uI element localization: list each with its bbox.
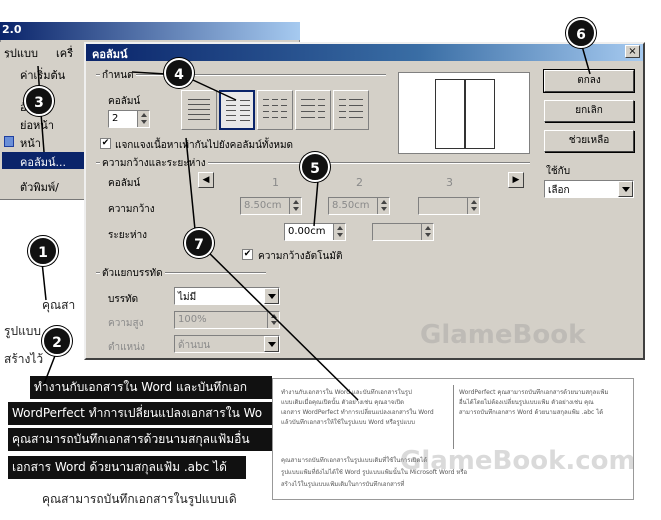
watermark: GlameBook.com <box>400 446 636 476</box>
snippet-line: เอกสาร WordPerfect ทำการเปลี่ยนแปลงเอกสา… <box>281 409 434 416</box>
position-select: ด้านบน <box>174 335 280 353</box>
stepper-arrows-icon <box>467 198 479 214</box>
width-label: ความกว้าง <box>108 204 155 215</box>
separator-group-line <box>96 272 266 274</box>
spacing-stepper[interactable]: 0.00cm <box>284 223 346 241</box>
menu-item-default[interactable]: ค่าเริ่มต้น <box>20 69 66 82</box>
snippet-line: สามารถบันทึกเอกสาร Word ด้วยนามสกุลแฟ้ม … <box>459 409 604 416</box>
column-number-2: 2 <box>356 176 363 189</box>
scroll-left-button[interactable]: ◀ <box>198 172 214 188</box>
column-number-3: 3 <box>446 176 453 189</box>
help-button[interactable]: ช่วยเหลือ <box>544 130 634 152</box>
apply-label: ใช้กับ <box>546 166 571 177</box>
doc-line: คุณสา <box>42 298 76 312</box>
chevron-down-icon[interactable] <box>618 181 633 197</box>
callout-badge-2: 2 <box>42 326 72 356</box>
chevron-down-icon <box>264 336 279 352</box>
columns-value: 2 <box>112 113 119 124</box>
snippet-line: รูปแบบแฟ้มที่ยังไม่ได้ใช้ Word รูปแบบแฟ้… <box>281 469 468 476</box>
preview-column-1 <box>435 79 465 149</box>
callout-badge-7: 7 <box>184 228 214 258</box>
layout-right-wide[interactable] <box>333 90 369 130</box>
app-titlebar <box>0 22 300 40</box>
cancel-button[interactable]: ยกเลิก <box>544 100 634 122</box>
stepper-arrows-icon <box>377 198 389 214</box>
menu-tools[interactable]: เครื่ <box>56 47 74 60</box>
doc-line: คุณสามารถบันทึกเอกสารในรูปแบบเดิ <box>42 492 237 506</box>
layout-three-columns[interactable] <box>257 90 293 130</box>
doc-line: สร้างไว้ <box>4 352 44 366</box>
close-button[interactable]: × <box>625 45 640 58</box>
menu-format[interactable]: รูปแบบ <box>4 47 38 60</box>
page-icon <box>4 136 14 147</box>
column-number-1: 1 <box>272 176 279 189</box>
columns-label: คอลัมน์ <box>108 96 141 107</box>
menu-highlight <box>2 152 90 169</box>
autowidth-label: ความกว้างอัตโนมัติ <box>258 251 343 262</box>
callout-badge-6: 6 <box>566 18 596 48</box>
width-col3-stepper <box>418 197 480 215</box>
callout-badge-3: 3 <box>24 86 54 116</box>
stepper-arrows-icon <box>421 224 433 240</box>
menu-item-case[interactable]: ตัวพิมพ์/ <box>20 181 59 194</box>
snippet-line: คุณสามารถบันทึกเอกสารในรูปแบบเดิมที่ใช้ใ… <box>281 457 428 464</box>
stepper-arrows-icon <box>267 312 279 328</box>
preview-column-2 <box>465 79 495 149</box>
menu-item-paragraph[interactable]: ย่อหน้า <box>20 119 54 132</box>
app-title: 2.0 <box>2 23 22 36</box>
layout-left-wide[interactable] <box>295 90 331 130</box>
doc-line: รูปแบบ <box>4 324 42 338</box>
stepper-arrows-icon <box>289 198 301 214</box>
stepper-arrows-icon[interactable] <box>333 224 345 240</box>
spacing-col2-stepper <box>372 223 434 241</box>
callout-badge-5: 5 <box>300 152 330 182</box>
height-stepper: 100% <box>174 311 280 329</box>
selected-text-line[interactable]: เอกสาร Word ด้วยนามสกุลแฟ้ม .abc ได้ <box>8 456 246 479</box>
snippet-line: WordPerfect คุณสามารถบันทึกเอกสารด้วยนาม… <box>459 389 609 396</box>
line-select[interactable]: ไม่มี <box>174 287 280 305</box>
callout-badge-1: 1 <box>28 236 58 266</box>
spacing-label: ระยะห่าง <box>108 230 148 241</box>
balance-checkbox[interactable]: ✔ <box>100 138 111 149</box>
menu-item-columns[interactable]: คอลัมน์... <box>20 156 66 169</box>
selected-text-line[interactable]: WordPerfect ทำการเปลี่ยนแปลงเอกสารใน Wo <box>8 402 272 425</box>
stepper-arrows-icon[interactable] <box>137 111 149 127</box>
separator-group-label: ตัวแยกบรรทัด <box>100 266 165 281</box>
height-label: ความสูง <box>108 318 144 329</box>
callout-badge-4: 4 <box>164 58 194 88</box>
menubar <box>0 42 90 60</box>
snippet-line: ทำงานกับเอกสารใน Word และบันทึกเอกสารในร… <box>281 389 412 396</box>
scroll-right-button[interactable]: ▶ <box>508 172 524 188</box>
layout-two-columns[interactable] <box>219 90 255 130</box>
width-group-label: ความกว้างและระยะห่าง <box>100 156 208 171</box>
snippet-line: สร้างไว้ในรูปแบบแฟ้มเดิมในการบันทึกเอกสา… <box>281 481 405 488</box>
snippet-line: แบบเดิมเมื่อคุณเปิดนั้น ตัวอย่างเช่น คุณ… <box>281 399 405 406</box>
dialog-titlebar <box>86 44 643 61</box>
snippet-line: แล้วบันทึกเอกสารให้ใช้ในรูปแบบ Word หรือ… <box>281 419 415 426</box>
column-result-snippet: ทำงานกับเอกสารใน Word และบันทึกเอกสารในร… <box>272 378 634 500</box>
define-group-label: กำหนด <box>100 68 136 83</box>
layout-one-column[interactable] <box>181 90 217 130</box>
define-group-line <box>96 74 386 76</box>
line-label: บรรทัด <box>108 294 139 305</box>
snippet-line: อื่นได้โดยไม่ต้องเปลี่ยนรูปแบบแฟ้ม ตัวอย… <box>459 399 594 406</box>
width-col1-stepper: 8.50cm <box>240 197 302 215</box>
width-col2-stepper: 8.50cm <box>328 197 390 215</box>
apply-select[interactable]: เลือก <box>544 180 634 198</box>
autowidth-checkbox[interactable]: ✔ <box>242 249 253 260</box>
balance-label: แจกแจงเนื้อหาเท่ากันไปยังคอลัมน์ทั้งหมด <box>115 140 294 151</box>
dialog-title: คอลัมน์ <box>92 48 128 61</box>
column-divider <box>453 385 454 449</box>
position-label: ตำแหน่ง <box>108 342 145 353</box>
selected-text-line[interactable]: คุณสามารถบันทึกเอกสารด้วยนามสกุลแฟ้มอื่น <box>8 428 272 451</box>
chevron-down-icon[interactable] <box>264 288 279 304</box>
menu-item-page[interactable]: หน้า <box>20 137 41 150</box>
watermark: GlameBook <box>420 320 586 350</box>
columns-stepper[interactable]: 2 <box>108 110 150 128</box>
column-preview <box>398 72 530 154</box>
col-label: คอลัมน์ <box>108 178 141 189</box>
selected-text-line[interactable]: ทำงานกับเอกสารใน Word และบันทึกเอก <box>30 376 272 399</box>
